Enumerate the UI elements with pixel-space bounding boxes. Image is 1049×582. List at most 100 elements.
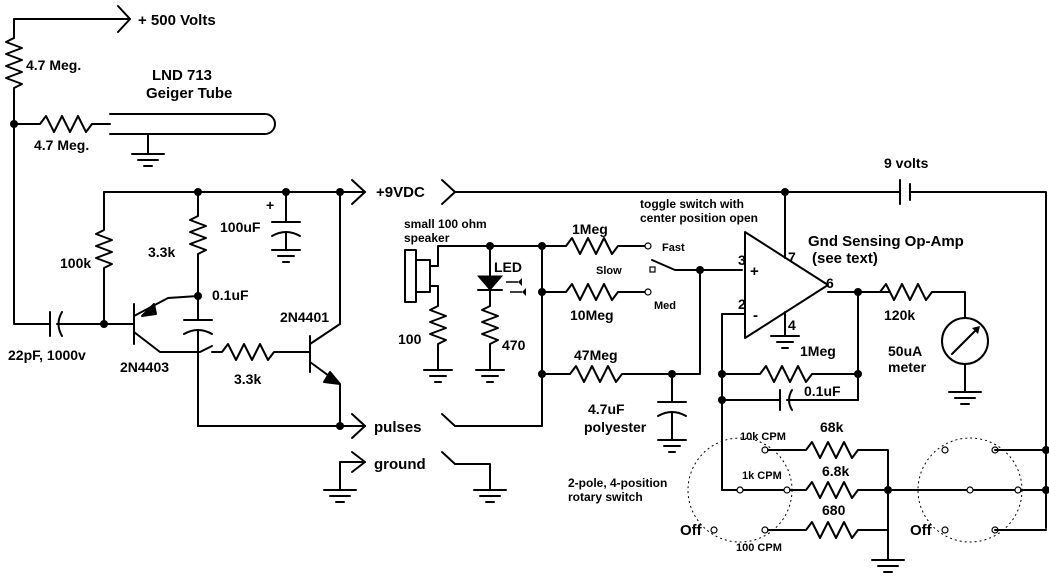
label-pulses: pulses: [374, 419, 422, 436]
speaker-lead-top: [429, 245, 543, 267]
speaker-body: [404, 249, 417, 303]
label-vcc: +9VDC: [376, 184, 425, 201]
junction-batt-1: [1042, 446, 1049, 454]
label-toggle-2: center position open: [640, 211, 758, 225]
label-pin-4: 4: [788, 317, 796, 333]
label-r-100: 100: [398, 331, 422, 347]
pulse-amp-section: [95, 179, 366, 503]
label-ground: ground: [374, 456, 426, 473]
switch-contact-r3: [941, 526, 949, 534]
label-pin-2: 2: [738, 296, 746, 312]
resistor-120k: [857, 283, 966, 319]
label-q-2n4401: 2N4401: [280, 309, 329, 325]
label-med: Med: [654, 300, 676, 312]
resistor-10meg: [541, 283, 646, 301]
label-opamp-2: (see text): [812, 250, 878, 267]
opamp-minus-wire: [721, 313, 746, 491]
switch-contact-1k-inner: [736, 486, 744, 494]
label-meter-1: 50uA: [888, 343, 922, 359]
label-cpm-100: 100 CPM: [736, 542, 782, 554]
hv-supply-section: [5, 5, 276, 337]
label-off-left: Off: [680, 522, 703, 539]
time-constant-section: [538, 237, 743, 453]
resistor-470: [481, 289, 499, 371]
label-pin-7: 7: [788, 249, 796, 265]
ground-symbol-range: [871, 559, 905, 573]
capacitor-0-1uf-fb: [721, 389, 859, 411]
ground-wire-left: [339, 461, 366, 477]
label-c-100uf: 100uF: [220, 219, 261, 235]
switch-contact-fast: [644, 242, 652, 250]
ground-symbol-speaker: [423, 369, 453, 383]
q2-emitter-arrow: [323, 371, 341, 385]
resistor-4-7meg-tube: [13, 115, 111, 133]
ground-symbol-100uf: [271, 249, 301, 263]
label-c-01uf: 0.1uF: [212, 287, 249, 303]
resistor-3-3k-top: [189, 191, 207, 297]
toggle-switch-arm: [651, 259, 743, 271]
switch-contact-off-left: [710, 526, 718, 534]
capacitor-100uf: [271, 191, 301, 251]
label-r-1meg-fb: 1Meg: [800, 343, 836, 359]
hv-to-cap-wire: [13, 123, 51, 325]
label-toggle-1: toggle switch with: [640, 197, 744, 211]
meter-section: [857, 179, 1047, 529]
capacitor-0-1uf: [183, 295, 213, 427]
geiger-tube-envelope: [109, 113, 276, 135]
label-slow: Slow: [596, 265, 622, 277]
label-r-6k8: 6.8k: [822, 463, 849, 479]
ground-symbol-opamp: [770, 335, 800, 349]
ground-symbol-led: [475, 369, 505, 383]
q1-emitter-arrow: [141, 303, 157, 317]
switch-contact-med: [644, 288, 652, 296]
label-plus-sign: +: [266, 197, 274, 213]
led-arrow-heads: [518, 278, 526, 296]
resistor-100: [429, 285, 447, 371]
label-cpm-1k: 1k CPM: [742, 470, 782, 482]
resistor-47meg: [541, 269, 701, 383]
label-cpm-10k: 10k CPM: [740, 431, 786, 443]
label-v9: 9 volts: [884, 155, 929, 171]
q2-collector: [309, 191, 341, 345]
resistor-1meg-top: [541, 237, 646, 255]
vcc-receptacle: [441, 179, 456, 205]
ground-symbol-tube: [131, 153, 165, 167]
label-r-3k3-mid: 3.3k: [234, 371, 261, 387]
label-rotary-2: rotary switch: [568, 490, 643, 504]
opamp-triangle: [744, 231, 829, 339]
meter-needle-head: [972, 326, 980, 334]
junction-range: [884, 486, 892, 494]
label-r-680: 680: [822, 502, 846, 518]
label-opamp-plus: +: [750, 263, 759, 280]
label-r-hv: 4.7 Meg.: [26, 57, 81, 73]
ground-symbol-left: [323, 489, 357, 503]
resistor-6-8k: [789, 481, 1017, 499]
label-opamp-minus: -: [753, 307, 758, 324]
capacitor-4-7uf: [657, 373, 687, 441]
label-pin-6: 6: [826, 275, 834, 291]
label-c-22pf: 22pF, 1000v: [8, 347, 86, 363]
resistor-68k: [767, 441, 889, 561]
q1-emitter-collector: [133, 295, 213, 353]
label-r-1meg-top: 1Meg: [572, 221, 608, 237]
label-fast: Fast: [662, 242, 685, 254]
q1-base: [103, 303, 135, 345]
ground-symbol-4-7uf: [657, 439, 687, 453]
label-c-fb: 0.1uF: [804, 383, 841, 399]
label-r-100k: 100k: [60, 255, 91, 271]
label-tube-sub: Geiger Tube: [146, 85, 232, 102]
label-r-470: 470: [502, 337, 526, 353]
label-q-2n4403: 2N4403: [120, 359, 169, 375]
resistor-1meg-fb: [721, 365, 859, 383]
led-icon: [476, 275, 504, 291]
junction-pulses: [336, 422, 344, 430]
label-c-4u7-1: 4.7uF: [588, 401, 625, 417]
battery-9v: [889, 179, 1047, 529]
label-rotary-1: 2-pole, 4-position: [568, 476, 667, 490]
rotary-right-wires: [994, 449, 1047, 531]
junction-batt-2: [1042, 486, 1049, 494]
ground-arrow: [351, 451, 366, 473]
resistor-100k: [95, 191, 113, 325]
ground-symbol-meter: [948, 391, 982, 405]
